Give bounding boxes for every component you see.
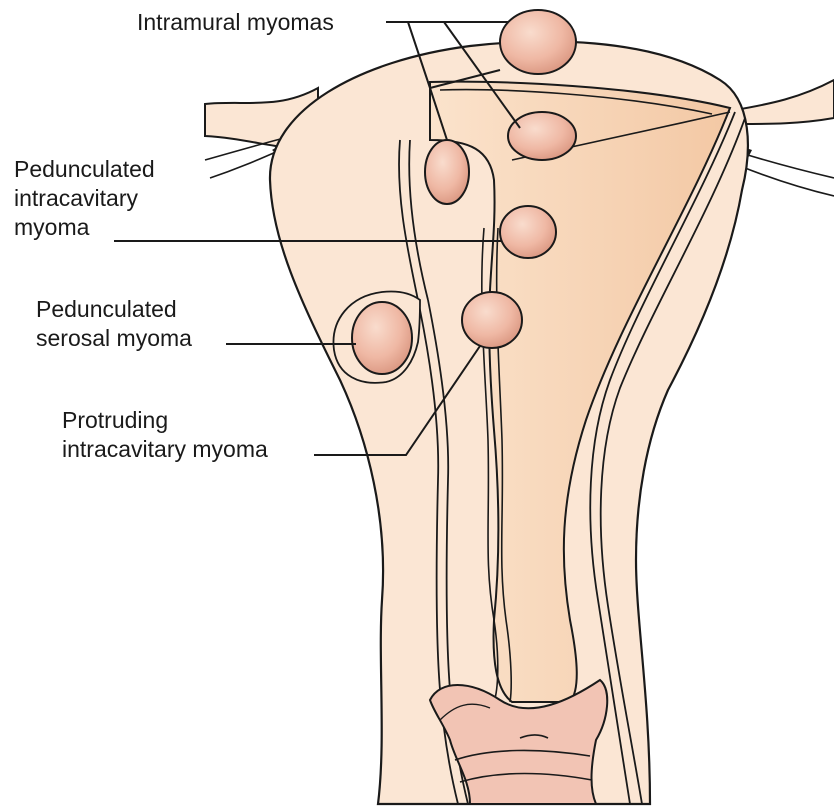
myoma-intramural-right: [507, 111, 577, 161]
label-pedunculated-intracavitary: Pedunculated intracavitary myoma: [14, 155, 155, 242]
myoma-intramural-left: [424, 139, 470, 205]
myoma-protruding-intracavitary: [461, 291, 523, 349]
myoma-top: [499, 9, 577, 75]
label-line: Protruding: [62, 407, 169, 433]
label-line: serosal myoma: [36, 325, 192, 351]
label-line: myoma: [14, 214, 90, 240]
label-line: intracavitary: [14, 185, 138, 211]
myoma-pedunculated-intracavitary: [499, 205, 557, 259]
right-fallopian-tube: [733, 78, 834, 197]
label-pedunculated-serosal: Pedunculated serosal myoma: [36, 295, 192, 353]
leader-lines: [114, 21, 521, 456]
myoma-pedunculated-serosal: [351, 301, 413, 375]
label-line: Pedunculated: [36, 296, 177, 322]
label-line: Pedunculated: [14, 156, 155, 182]
cervix-vagina: [428, 678, 609, 805]
label-line: intracavitary myoma: [62, 436, 268, 462]
label-protruding-intracavitary: Protruding intracavitary myoma: [62, 406, 268, 464]
label-intramural-myomas: Intramural myomas: [137, 9, 334, 35]
